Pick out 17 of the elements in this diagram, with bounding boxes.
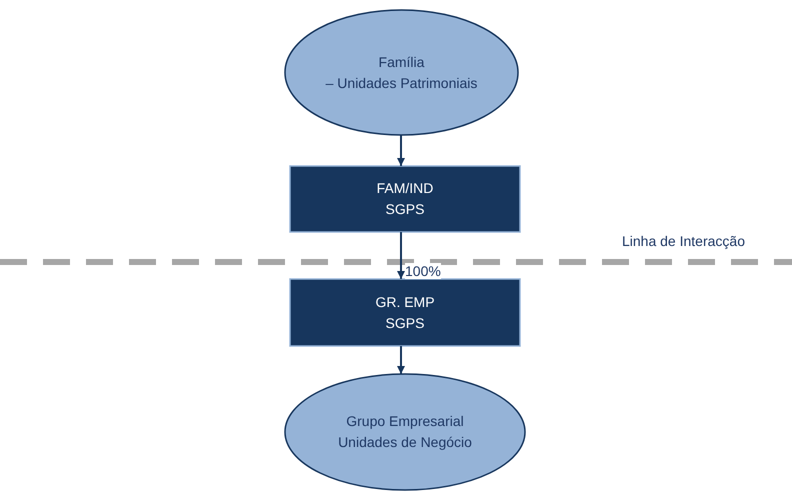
line-label: Linha de Interacção	[622, 232, 745, 250]
ellipse-node	[284, 9, 519, 136]
node-text: Unidades de Negócio	[338, 433, 472, 452]
node-text: GR. EMP	[375, 292, 435, 312]
process-box	[289, 278, 521, 347]
node-text: FAM/IND	[376, 179, 434, 198]
node-text: SGPS	[386, 314, 424, 332]
node-text: SGPS	[386, 200, 424, 219]
arrow	[397, 346, 405, 374]
node-text: Família	[378, 52, 424, 72]
node-text: Grupo Empresarial	[346, 412, 464, 431]
ellipse-node	[284, 373, 526, 491]
arrow	[397, 135, 405, 166]
arrow	[397, 232, 405, 279]
edge-label: 100%	[405, 263, 441, 279]
node-text: – Unidades Patrimoniais	[326, 74, 478, 92]
process-box	[289, 165, 521, 233]
